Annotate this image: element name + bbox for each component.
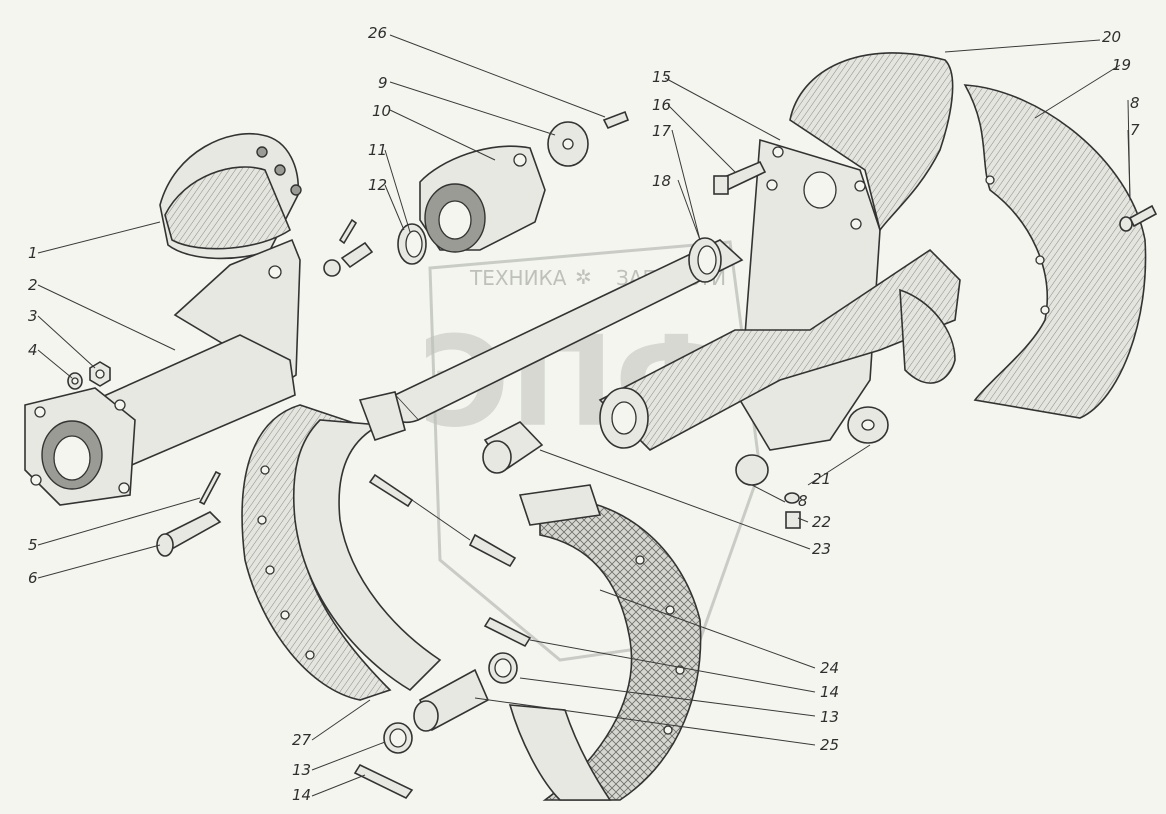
brake-shoe-part-27 bbox=[241, 391, 442, 701]
callout-1: 1 bbox=[28, 244, 38, 262]
washer-part-4 bbox=[67, 372, 83, 390]
callout-27: 27 bbox=[292, 731, 312, 749]
callout-23: 23 bbox=[812, 540, 831, 558]
callout-8-top: 8 bbox=[1130, 94, 1140, 112]
callout-21: 21 bbox=[812, 470, 831, 488]
callout-13-right: 13 bbox=[820, 708, 839, 726]
spring-part-14-lower bbox=[353, 763, 414, 800]
callout-17: 17 bbox=[652, 122, 672, 140]
callout-19: 19 bbox=[1112, 56, 1131, 74]
callout-13-left: 13 bbox=[292, 761, 311, 779]
bolt-part-16 bbox=[713, 160, 767, 195]
washer-part-21 bbox=[735, 406, 889, 486]
brake-chamber-part-1 bbox=[159, 133, 302, 260]
brake-support-part-15 bbox=[739, 138, 881, 451]
callout-18: 18 bbox=[652, 172, 671, 190]
washer-part-9 bbox=[547, 121, 589, 167]
cam-roller-part-23 bbox=[482, 421, 544, 474]
callout-24: 24 bbox=[820, 659, 839, 677]
callout-15: 15 bbox=[652, 68, 671, 86]
callout-26: 26 bbox=[368, 24, 387, 42]
callout-4: 4 bbox=[28, 341, 38, 359]
callout-25: 25 bbox=[820, 736, 839, 754]
return-spring-upper bbox=[368, 473, 517, 568]
callout-6: 6 bbox=[28, 569, 38, 587]
callout-9: 9 bbox=[378, 74, 388, 92]
callout-22: 22 bbox=[812, 513, 831, 531]
callout-2: 2 bbox=[28, 276, 38, 294]
bolt-part-7 bbox=[1119, 204, 1158, 232]
callout-16: 16 bbox=[652, 96, 671, 114]
callout-12: 12 bbox=[368, 176, 387, 194]
spindle bbox=[598, 248, 961, 451]
watermark-gear-icon: ✲ bbox=[575, 265, 592, 289]
dust-shield-part-20 bbox=[789, 52, 956, 384]
snap-ring-part-13-upper bbox=[488, 652, 518, 684]
callout-8-bottom: 8 bbox=[798, 492, 808, 510]
leader-lines bbox=[37, 34, 1131, 797]
callout-5: 5 bbox=[28, 536, 38, 554]
clevis-pin-small bbox=[323, 218, 374, 277]
callout-20: 20 bbox=[1102, 28, 1121, 46]
callout-7: 7 bbox=[1130, 121, 1140, 139]
snap-ring-part-13-lower bbox=[383, 722, 413, 754]
callout-3: 3 bbox=[28, 307, 38, 325]
spring-part-14-upper bbox=[483, 616, 532, 648]
callout-10: 10 bbox=[372, 102, 391, 120]
dust-shield-part-19 bbox=[963, 84, 1147, 419]
bushing-part-18 bbox=[688, 237, 722, 283]
seal-part-11 bbox=[397, 223, 427, 265]
watermark-brand-left: ТЕХНИКА bbox=[469, 266, 567, 290]
callouts: 1 2 3 4 5 6 7 8 8 9 10 11 12 13 13 14 14… bbox=[28, 24, 1140, 804]
callout-14-right: 14 bbox=[820, 683, 839, 701]
slack-adjuster-part-10 bbox=[419, 145, 546, 253]
anchor-pin-part-25 bbox=[413, 668, 490, 732]
bolt-part-26 bbox=[602, 110, 630, 130]
nut-part-22 bbox=[784, 492, 801, 529]
callout-14-left: 14 bbox=[292, 786, 311, 804]
cotter-pin-part-5 bbox=[198, 470, 222, 506]
clevis-pin-part-6 bbox=[156, 511, 222, 557]
callout-11: 11 bbox=[368, 141, 387, 159]
axle-tube bbox=[24, 334, 296, 506]
brake-shoe-part-24 bbox=[508, 484, 702, 801]
